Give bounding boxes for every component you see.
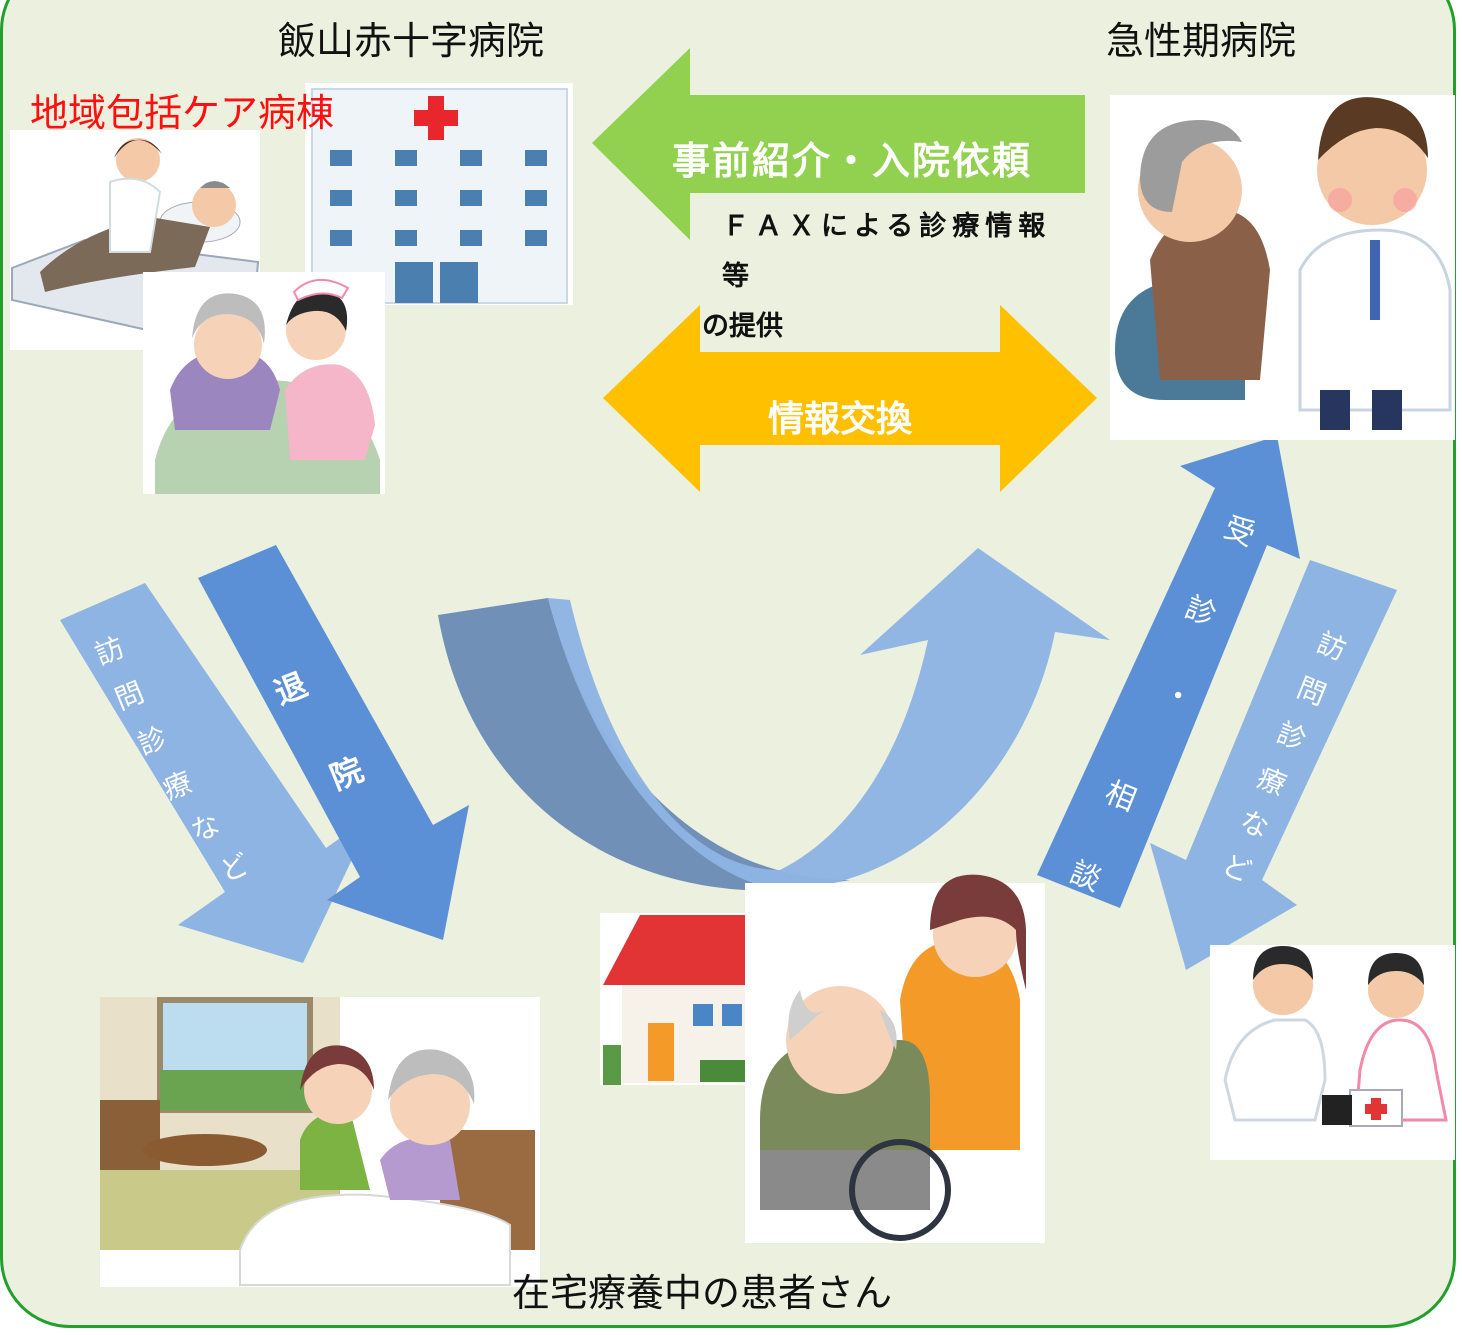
referral-arrow [592, 48, 1085, 240]
hospital-building-icon [305, 83, 573, 305]
home-visit-right-arrow [1150, 560, 1397, 970]
ward-label: 地域包括ケア病棟 [30, 91, 335, 135]
referral-label: 事前紹介・入院依頼 [672, 139, 1033, 183]
nurse-elderly-patient-icon [143, 272, 385, 494]
home-visit-left-arrow [60, 583, 373, 963]
exchange-arrow [603, 305, 1097, 492]
doctor-consultation-icon [1110, 95, 1455, 440]
right-hospital-title: 急性期病院 [1106, 19, 1297, 63]
fax-note-line1: ＦＡＸによる診療情報等 [722, 211, 1052, 292]
curve-arrow-light [548, 548, 1110, 890]
wheelchair-caregiver-icon [745, 874, 1045, 1243]
consult-arrow [1037, 436, 1300, 908]
visiting-doctor-nurse-icon [1210, 945, 1455, 1160]
fax-note-line2: の提供 [702, 311, 783, 342]
exchange-label: 情報交換 [768, 399, 913, 440]
home-care-room-icon [100, 997, 540, 1287]
patients-at-home-label: 在宅療養中の患者さん [512, 1271, 893, 1315]
fax-note: ＦＡＸによる診療情報等 の提供 [702, 202, 1082, 352]
left-hospital-title: 飯山赤十字病院 [278, 19, 545, 63]
curve-arrow-dark [438, 598, 850, 891]
discharge-arrow [198, 545, 469, 940]
